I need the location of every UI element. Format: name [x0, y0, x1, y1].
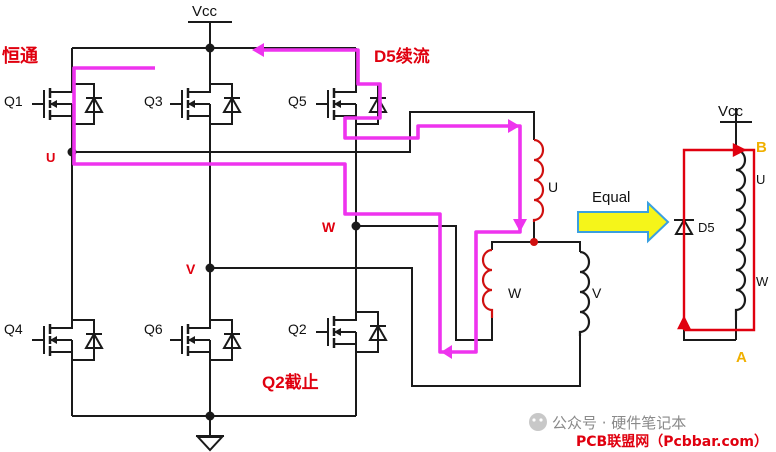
right-coil-w [734, 228, 747, 320]
node-u-label: U [46, 150, 55, 165]
q1-label: Q1 [4, 93, 23, 109]
watermark-line2: PCB联盟网（Pcbbar.com） [576, 434, 768, 450]
q5-label: Q5 [288, 93, 307, 109]
q3-mosfet [168, 74, 242, 134]
d5-annotation: D5续流 [374, 46, 430, 66]
point-b-label: B [756, 139, 767, 156]
q6-mosfet [168, 310, 242, 370]
equal-arrow [577, 200, 670, 244]
coil-u [532, 138, 545, 222]
coils [481, 138, 747, 336]
q3-label: Q3 [144, 93, 163, 109]
vcc-main-label: Vcc [192, 3, 218, 20]
right-coil-u [735, 148, 747, 232]
wechat-icon [529, 413, 547, 431]
coil-v [578, 250, 591, 336]
vcc-right-label: Vcc [718, 103, 744, 120]
coil-u-label: U [548, 179, 558, 195]
q2-label: Q2 [288, 321, 307, 337]
q2-mosfet [314, 302, 388, 362]
q1-mosfet [30, 74, 104, 134]
equal-label: Equal [592, 189, 630, 206]
node-w-label: W [322, 219, 336, 235]
junction-dots [67, 43, 538, 421]
watermark-line1: 公众号 · 硬件笔记本 [552, 414, 686, 432]
watermark: 公众号 · 硬件笔记本 PCB联盟网（Pcbbar.com） [529, 413, 768, 450]
conduct-annotation: 恒通 [2, 45, 38, 67]
right-w-label: W [756, 274, 769, 289]
wiring [71, 21, 752, 452]
current-arrowheads [252, 43, 527, 359]
coil-w-label: W [508, 285, 522, 301]
current-path [72, 48, 522, 354]
d5-label: D5 [698, 220, 715, 235]
q4-mosfet [30, 310, 104, 370]
right-u-label: U [756, 172, 765, 187]
q2-annotation: Q2截止 [262, 372, 319, 392]
q4-label: Q4 [4, 321, 23, 337]
q6-label: Q6 [144, 321, 163, 337]
right-red-loop [677, 143, 756, 332]
labels: Vcc Vcc 恒通 D5续流 Q2截止 U W V Q1 Q3 Q5 Q4 Q… [2, 3, 769, 392]
point-a-label: A [736, 349, 747, 366]
coil-v-label: V [592, 285, 602, 301]
node-v-label: V [186, 261, 196, 277]
coil-w [481, 248, 494, 318]
